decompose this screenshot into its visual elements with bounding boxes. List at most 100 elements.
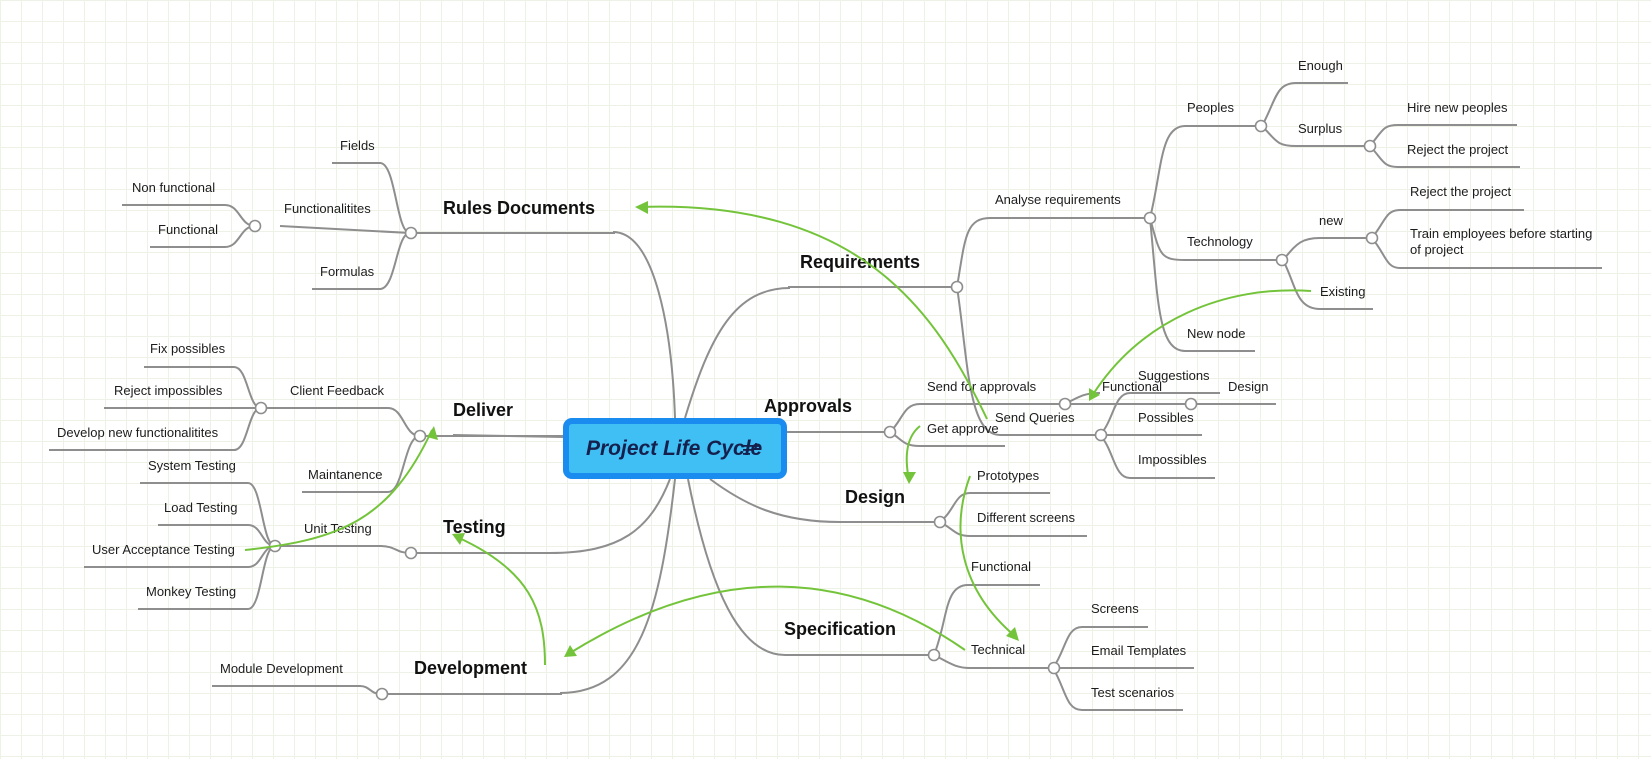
- leaf-fix-possibles[interactable]: Fix possibles: [150, 341, 226, 356]
- leaf-non-functional[interactable]: Non functional: [132, 180, 215, 195]
- relationship-existing-to-send-for-approvals[interactable]: [1091, 289, 1312, 397]
- topic-rules-documents[interactable]: Rules Documents: [443, 198, 595, 218]
- leaf-functionalitites[interactable]: Functionalitites: [284, 201, 371, 216]
- leaf-develop-new-functionalitites[interactable]: Develop new functionalitites: [57, 425, 219, 440]
- collapse-knob-client-feedback[interactable]: [254, 401, 268, 415]
- leaf-train-employees-line2[interactable]: of project: [1410, 242, 1464, 257]
- leaf-suggestions[interactable]: Suggestions: [1138, 368, 1210, 383]
- branch-design: [709, 478, 841, 523]
- leaf-technical[interactable]: Technical: [971, 642, 1025, 657]
- edge-fix-possibles: [233, 366, 262, 409]
- relationship-get-approve-to-design[interactable]: [905, 425, 921, 481]
- leaf-reject-the-project-2[interactable]: Reject the project: [1410, 184, 1512, 199]
- leaf-peoples[interactable]: Peoples: [1187, 100, 1234, 115]
- collapse-knob-deliver[interactable]: [413, 429, 427, 443]
- leaf-prototypes[interactable]: Prototypes: [977, 468, 1040, 483]
- topic-design[interactable]: Design: [845, 487, 905, 507]
- collapse-knob-requirements[interactable]: [950, 280, 964, 294]
- leaf-approvals-design[interactable]: Design: [1228, 379, 1268, 394]
- edge-send-queries: [956, 286, 1001, 436]
- collapse-knob-surplus[interactable]: [1363, 139, 1377, 153]
- collapse-knob-approvals[interactable]: [883, 425, 897, 439]
- edge-client-feedback: [387, 407, 421, 437]
- leaf-user-acceptance-testing[interactable]: User Acceptance Testing: [92, 542, 235, 557]
- leaf-reject-impossibles[interactable]: Reject impossibles: [114, 383, 223, 398]
- arrowhead-design: [903, 472, 916, 484]
- leaf-enough[interactable]: Enough: [1298, 58, 1343, 73]
- relationship-prototypes-to-technical[interactable]: [959, 475, 1017, 638]
- relationship-development-to-testing[interactable]: [456, 536, 546, 666]
- leaf-new-node[interactable]: New node: [1187, 326, 1246, 341]
- topic-testing[interactable]: Testing: [443, 517, 506, 537]
- leaf-get-approve[interactable]: Get approve: [927, 421, 999, 436]
- collapse-knob-analyse-requirements[interactable]: [1143, 211, 1157, 225]
- leaf-send-for-approvals[interactable]: Send for approvals: [927, 379, 1037, 394]
- leaf-test-scenarios[interactable]: Test scenarios: [1091, 685, 1175, 700]
- leaf-client-feedback[interactable]: Client Feedback: [290, 383, 384, 398]
- arrowhead-deliver: [427, 426, 438, 440]
- leaf-reject-the-project-1[interactable]: Reject the project: [1407, 142, 1509, 157]
- leaf-system-testing[interactable]: System Testing: [148, 458, 236, 473]
- edge-peoples: [1149, 125, 1186, 219]
- edge-functionalitites: [279, 225, 411, 234]
- topic-requirements[interactable]: Requirements: [800, 252, 920, 272]
- leaf-maintanence[interactable]: Maintanence: [308, 467, 382, 482]
- edge-screens: [1052, 626, 1083, 669]
- leaf-different-screens[interactable]: Different screens: [977, 510, 1076, 525]
- notes-icon[interactable]: [743, 443, 759, 457]
- branch-testing: [549, 478, 671, 554]
- collapse-knob-technology[interactable]: [1275, 253, 1289, 267]
- leaf-possibles[interactable]: Possibles: [1138, 410, 1194, 425]
- leaf-monkey-testing[interactable]: Monkey Testing: [146, 584, 236, 599]
- leaf-existing[interactable]: Existing: [1320, 284, 1366, 299]
- collapse-knob-rules-documents[interactable]: [404, 226, 418, 240]
- relationship-send-queries-to-rules-documents[interactable]: [639, 205, 988, 420]
- edge-spec-functional: [933, 584, 969, 656]
- edge-new-node: [1149, 217, 1186, 352]
- leaf-formulas[interactable]: Formulas: [320, 264, 375, 279]
- collapse-knob-send-queries[interactable]: [1094, 428, 1108, 442]
- leaf-screens[interactable]: Screens: [1091, 601, 1139, 616]
- edge-suggestions: [1099, 392, 1131, 436]
- collapse-knob-functional-approvals[interactable]: [1184, 397, 1198, 411]
- leaf-technology[interactable]: Technology: [1187, 234, 1253, 249]
- topic-development[interactable]: Development: [414, 658, 527, 678]
- collapse-knob-send-for-approvals[interactable]: [1058, 397, 1072, 411]
- leaf-send-queries[interactable]: Send Queries: [995, 410, 1075, 425]
- leaf-spec-functional[interactable]: Functional: [971, 559, 1031, 574]
- edge-new: [1282, 237, 1321, 261]
- leaf-new[interactable]: new: [1319, 213, 1343, 228]
- edge-impossibles: [1099, 434, 1131, 479]
- leaf-analyse-requirements[interactable]: Analyse requirements: [995, 192, 1121, 207]
- collapse-knob-peoples[interactable]: [1254, 119, 1268, 133]
- collapse-knob-specification[interactable]: [927, 648, 941, 662]
- collapse-knob-technical[interactable]: [1047, 661, 1061, 675]
- collapse-knob-development[interactable]: [375, 687, 389, 701]
- leaf-fields[interactable]: Fields: [340, 138, 375, 153]
- leaf-module-development[interactable]: Module Development: [220, 661, 343, 676]
- edge-analyse-requirements: [956, 217, 991, 288]
- leaf-functional[interactable]: Functional: [158, 222, 218, 237]
- edge-existing: [1282, 259, 1321, 310]
- topic-specification[interactable]: Specification: [784, 619, 896, 639]
- leaf-approvals-functional[interactable]: Functional: [1102, 379, 1162, 394]
- leaf-load-testing[interactable]: Load Testing: [164, 500, 238, 515]
- leaf-impossibles[interactable]: Impossibles: [1138, 452, 1207, 467]
- topic-approvals[interactable]: Approvals: [764, 396, 852, 416]
- leaf-train-employees-line1[interactable]: Train employees before starting: [1410, 226, 1592, 241]
- central-topic[interactable]: Project Life Cycle: [563, 418, 787, 479]
- leaf-unit-testing[interactable]: Unit Testing: [304, 521, 372, 536]
- topic-deliver[interactable]: Deliver: [453, 400, 513, 420]
- leaf-hire-new-peoples[interactable]: Hire new peoples: [1407, 100, 1508, 115]
- collapse-knob-functionalitites[interactable]: [248, 219, 262, 233]
- central-topic-label: Project Life Cycle: [586, 436, 763, 460]
- edge-enough: [1261, 82, 1297, 127]
- collapse-knob-testing[interactable]: [404, 546, 418, 560]
- collapse-knob-new[interactable]: [1365, 231, 1379, 245]
- relationship-technical-to-development[interactable]: [569, 585, 966, 654]
- leaf-surplus[interactable]: Surplus: [1298, 121, 1343, 136]
- collapse-knob-design[interactable]: [933, 515, 947, 529]
- leaf-email-templates[interactable]: Email Templates: [1091, 643, 1187, 658]
- relationship-uat-to-deliver[interactable]: [244, 429, 433, 551]
